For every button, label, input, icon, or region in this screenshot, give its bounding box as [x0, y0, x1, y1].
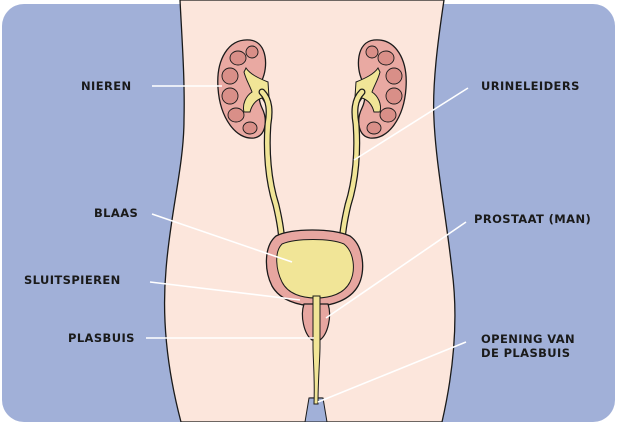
label-blaas-text: BLAAS: [94, 206, 138, 220]
label-plasbuis: PLASBUIS: [68, 331, 135, 345]
label-blaas: BLAAS: [94, 206, 138, 220]
body-silhouette: [165, 0, 455, 422]
label-opening-line1: OPENING VAN: [481, 332, 575, 346]
label-prostaat-text: PROSTAAT (MAN): [474, 212, 591, 226]
label-plasbuis-text: PLASBUIS: [68, 331, 135, 345]
label-nieren-text: NIEREN: [81, 79, 132, 93]
label-nieren: NIEREN: [81, 79, 132, 93]
label-opening: OPENING VAN DE PLASBUIS: [481, 332, 575, 360]
label-opening-line2: DE PLASBUIS: [481, 346, 575, 360]
label-sluitspieren: SLUITSPIEREN: [24, 273, 121, 287]
label-sluitspieren-text: SLUITSPIEREN: [24, 273, 121, 287]
label-urineleiders: URINELEIDERS: [481, 79, 580, 93]
bladder: [266, 230, 362, 306]
label-prostaat: PROSTAAT (MAN): [474, 212, 591, 226]
label-urineleiders-text: URINELEIDERS: [481, 79, 580, 93]
